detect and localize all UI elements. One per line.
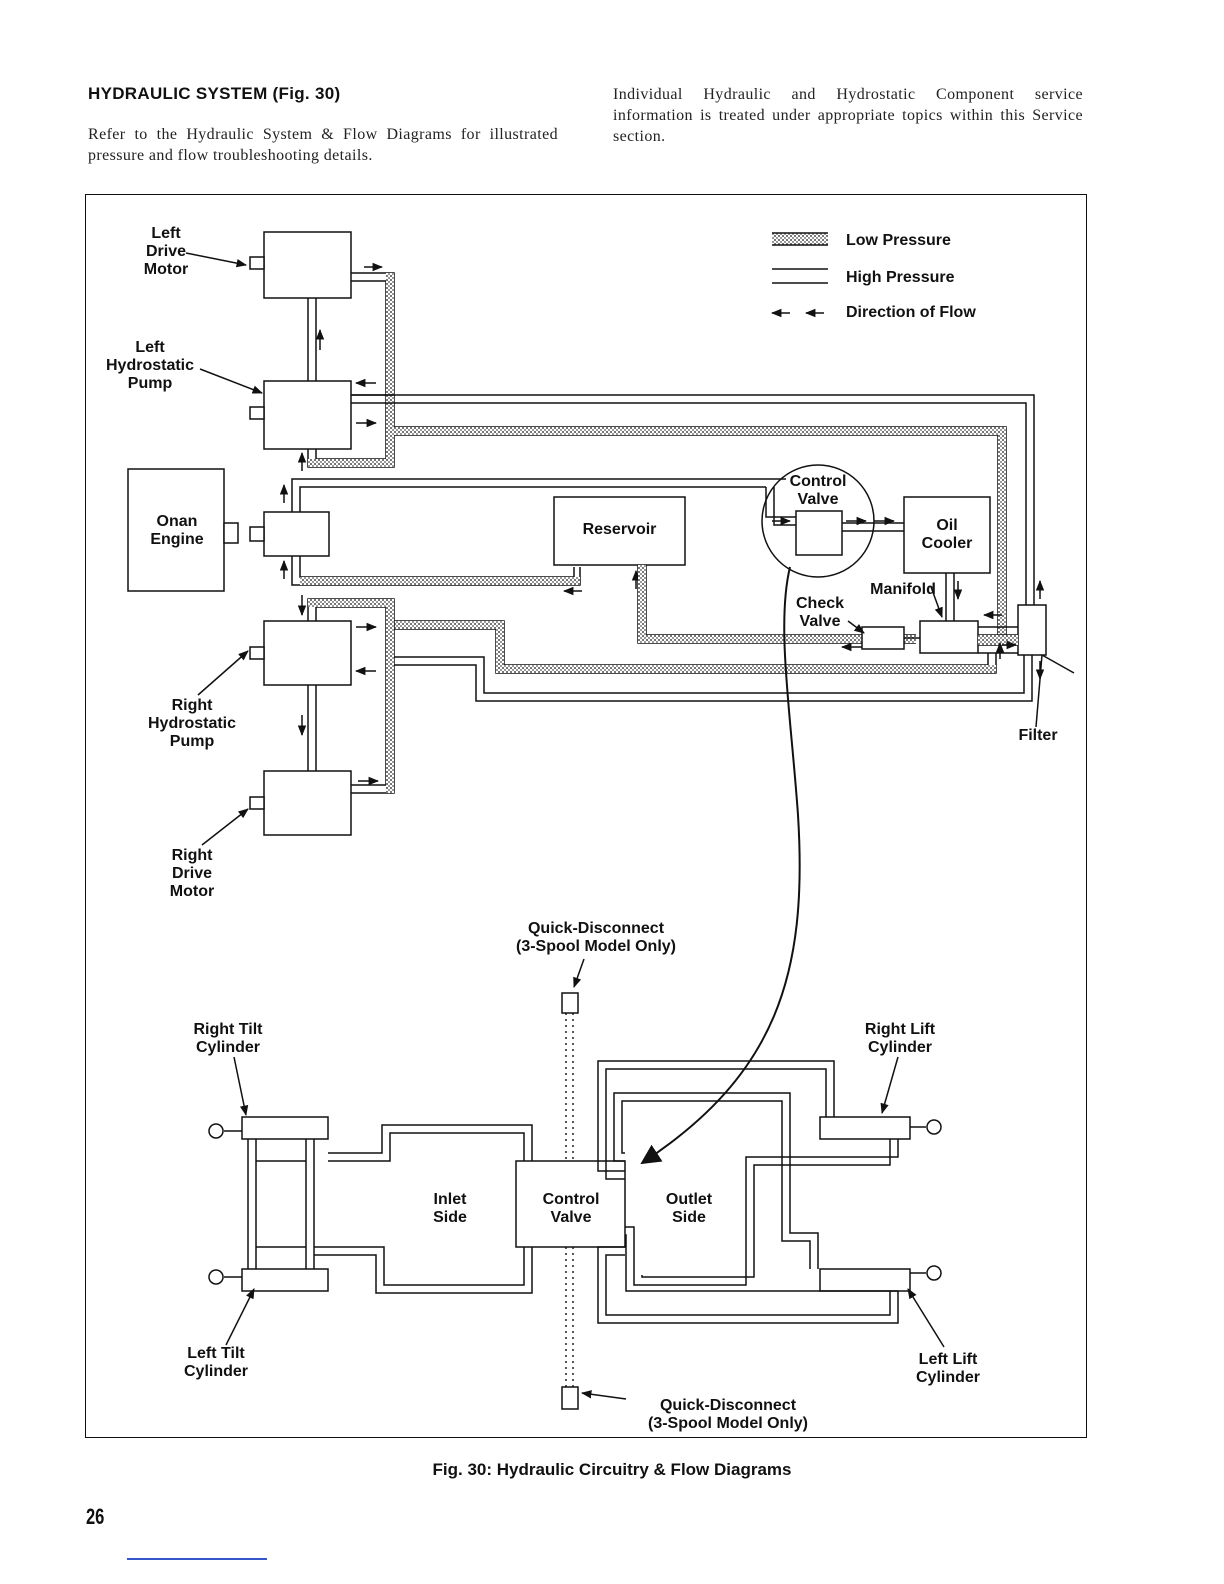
onan-engine-box (127, 468, 225, 592)
label-right-tilt-cylinder: Right Tilt Cylinder (193, 1021, 263, 1056)
page-number: 26 (86, 1504, 105, 1529)
label-right-hydrostatic-pump: Right Hydrostatic Pump (147, 697, 237, 750)
filter-box (1017, 604, 1047, 656)
manifold-box (919, 620, 979, 654)
label-left-drive-motor: Left Drive Motor (143, 225, 189, 278)
legend-low-pressure-swatch (772, 232, 828, 246)
left-drive-motor-box (263, 231, 352, 299)
hydraulic-diagram-svg (127, 231, 1075, 1410)
label-left-lift-cylinder: Left Lift Cylinder (915, 1351, 980, 1386)
intro-paragraph-right: Individual Hydraulic and Hydrostatic Com… (613, 86, 1083, 145)
left-pump-shaft (249, 406, 265, 420)
quick-disconnect-top (561, 992, 579, 1014)
figure-caption: Fig. 30: Hydraulic Circuitry & Flow Diag… (432, 1460, 792, 1479)
label-check-valve: Check Valve (795, 595, 845, 630)
label-quick-disconnect-bottom: Quick-Disconnect (3-Spool Model Only) (648, 1397, 808, 1432)
quick-disconnect-bottom (561, 1386, 579, 1410)
legend-direction-label: Direction of Flow (846, 304, 976, 321)
right-hydrostatic-pump-box (263, 620, 352, 686)
label-outlet-side: Outlet Side (665, 1191, 713, 1226)
label-right-lift-cylinder: Right Lift Cylinder (864, 1021, 936, 1056)
upper-control-valve-box (795, 510, 843, 556)
reservoir-box (553, 496, 686, 566)
label-filter: Filter (1018, 727, 1058, 744)
legend-low-pressure-label: Low Pressure (846, 232, 951, 249)
label-right-drive-motor: Right Drive Motor (169, 847, 215, 900)
intro-paragraph-left: Refer to the Hydraulic System & Flow Dia… (88, 126, 558, 164)
right-tilt-cylinder-body (241, 1116, 329, 1140)
legend-high-pressure-swatch (772, 268, 828, 284)
hydraulic-diagram-figure: Left Drive Motor Left Hydrostatic Pump O… (85, 194, 1087, 1438)
label-upper-control-valve: Control Valve (789, 473, 847, 508)
right-drive-motor-box (263, 770, 352, 836)
oil-cooler-box (903, 496, 991, 574)
footer-rule (127, 1558, 267, 1560)
label-oil-cooler: Oil Cooler (921, 517, 973, 552)
left-lift-cylinder-body (819, 1268, 911, 1292)
label-left-hydrostatic-pump: Left Hydrostatic Pump (105, 339, 195, 392)
charge-pump-box (263, 511, 330, 557)
left-hydrostatic-pump-box (263, 380, 352, 450)
label-reservoir: Reservoir (582, 521, 657, 538)
left-drive-motor-shaft (249, 256, 265, 270)
label-lower-control-valve: Control Valve (542, 1191, 600, 1226)
label-left-tilt-cylinder: Left Tilt Cylinder (183, 1345, 248, 1380)
left-tilt-cylinder-body (241, 1268, 329, 1292)
right-lift-cylinder-body (819, 1116, 911, 1140)
label-inlet-side: Inlet Side (433, 1191, 467, 1226)
lower-control-valve-box (515, 1160, 626, 1248)
check-valve-box (861, 626, 905, 650)
label-quick-disconnect-top: Quick-Disconnect (3-Spool Model Only) (516, 920, 676, 955)
label-onan-engine: Onan Engine (150, 513, 204, 548)
section-heading: HYDRAULIC SYSTEM (Fig. 30) (88, 84, 341, 103)
legend-high-pressure-label: High Pressure (846, 269, 955, 286)
label-manifold: Manifold (870, 581, 936, 598)
